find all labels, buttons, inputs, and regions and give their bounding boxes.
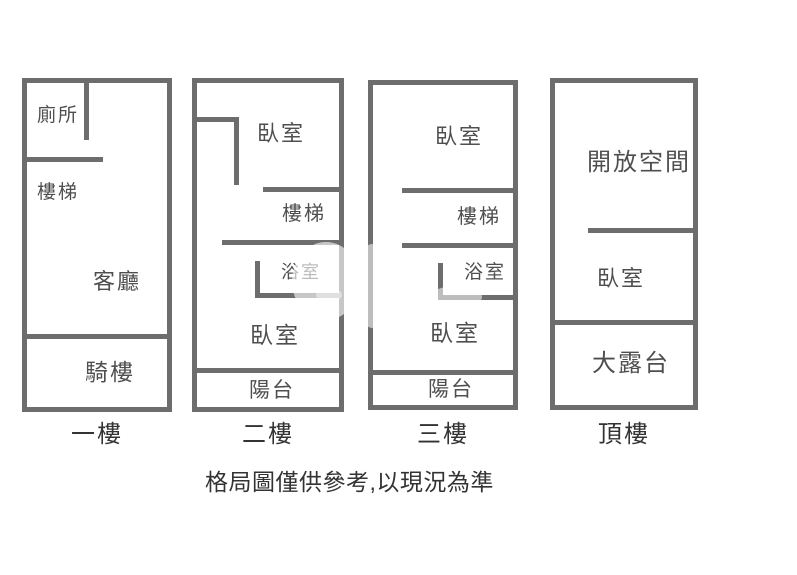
floor-caption-3f: 三樓 — [417, 421, 469, 448]
wall-arcade-divider — [22, 334, 172, 339]
room-label-open-space: 開放空間 — [587, 149, 691, 176]
wall-outer-bottom — [192, 407, 344, 412]
floor-caption-1f: 一樓 — [71, 421, 123, 448]
room-label-bedroom-bottom: 臥室 — [250, 322, 300, 348]
wall-bathroom-side — [255, 261, 260, 298]
wall-outer-right — [693, 78, 698, 410]
wall-bathroom-side — [438, 263, 443, 295]
wall-stairwell-top — [197, 117, 239, 122]
wall-terrace-divider — [550, 320, 698, 325]
wall-stairwell-side — [234, 117, 239, 185]
room-label-balcony: 陽台 — [428, 378, 474, 401]
wall-outer-right — [339, 78, 344, 412]
room-label-stairs: 樓梯 — [457, 206, 501, 228]
room-label-bathroom: 浴室 — [464, 262, 507, 283]
wall-outer-top — [550, 78, 698, 83]
room-label-arcade: 騎樓 — [85, 359, 135, 385]
disclaimer-text: 格局圖僅供參考,以現況為準 — [205, 469, 494, 495]
watermark-blob — [356, 244, 388, 328]
wall-outer-top — [192, 78, 344, 83]
wall-balcony-divider — [192, 368, 344, 373]
wall-outer-left — [22, 78, 27, 412]
wall-stairs-divider — [222, 240, 344, 245]
room-label-bedroom-bottom: 臥室 — [430, 320, 480, 346]
room-label-bedroom: 臥室 — [597, 266, 646, 291]
wall-outer-left — [550, 78, 555, 410]
room-label-terrace: 大露台 — [592, 350, 670, 377]
room-label-stairs: 樓梯 — [282, 203, 326, 225]
watermark-blob — [316, 288, 342, 302]
wall-outer-bottom — [550, 405, 698, 410]
wall-outer-bottom — [368, 405, 518, 410]
watermark-blob — [292, 242, 360, 320]
room-label-balcony: 陽台 — [249, 379, 295, 402]
room-label-toilet: 廁所 — [37, 105, 80, 126]
floor-caption-top: 頂樓 — [598, 421, 650, 448]
wall-outer-left — [192, 78, 197, 412]
wall-bedroom-divider — [263, 187, 344, 192]
wall-outer-right — [167, 78, 172, 412]
room-label-bedroom-top: 臥室 — [257, 121, 306, 146]
room-label-stairs: 樓梯 — [37, 182, 80, 203]
wall-stairs-divider — [402, 243, 518, 248]
floor-caption-2f: 二樓 — [242, 421, 294, 448]
wall-outer-top — [22, 78, 172, 83]
wall-outer-top — [368, 80, 518, 85]
wall-bedroom-divider — [588, 228, 698, 233]
watermark-blob — [430, 286, 482, 308]
room-label-bedroom-top: 臥室 — [435, 124, 484, 149]
wall-toilet-right — [84, 78, 89, 140]
wall-outer-bottom — [22, 407, 172, 412]
wall-balcony-divider — [368, 370, 518, 375]
room-label-living-room: 客廳 — [93, 269, 142, 294]
wall-bedroom-divider — [402, 188, 518, 193]
wall-toilet-bottom — [22, 157, 103, 162]
